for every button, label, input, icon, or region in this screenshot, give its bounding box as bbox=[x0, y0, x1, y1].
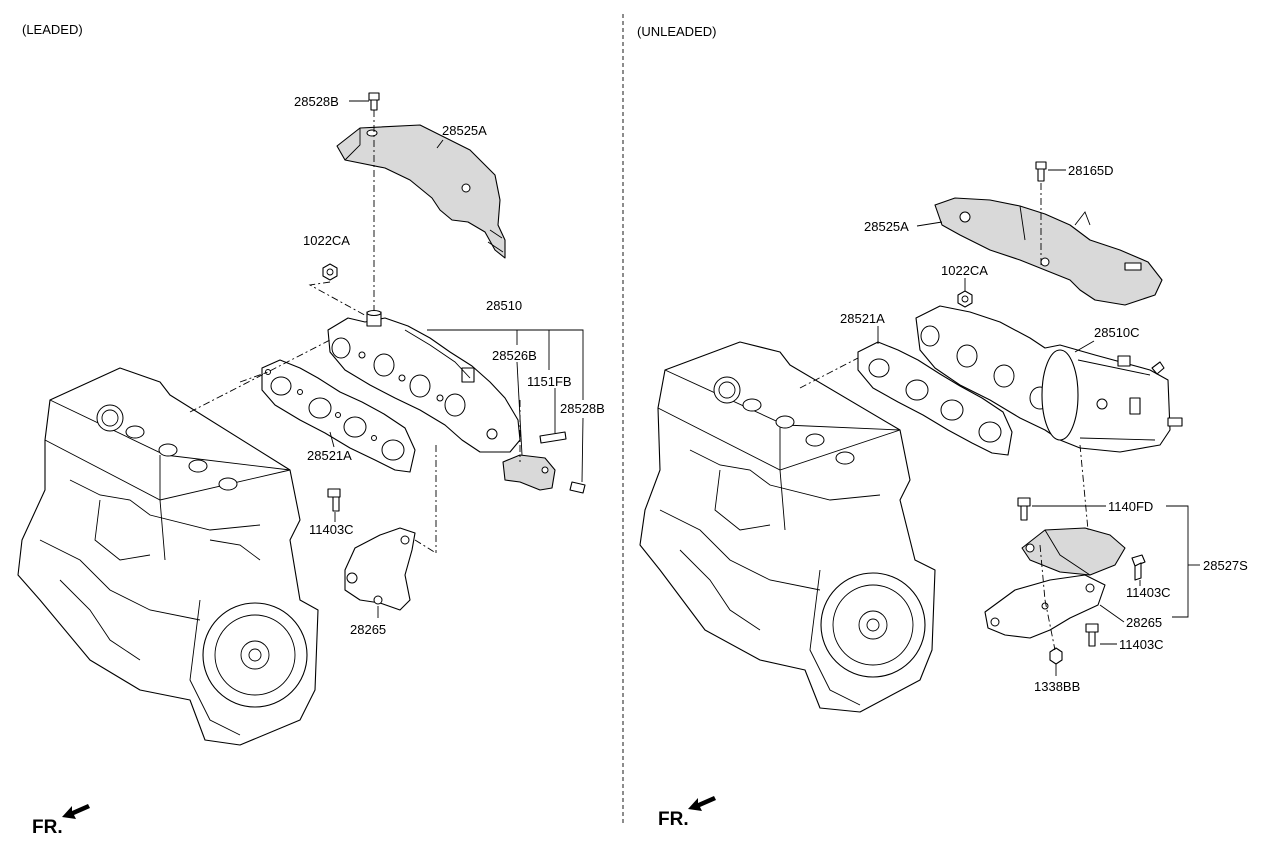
front-arrow-icon bbox=[62, 804, 90, 819]
front-label-unleaded: FR. bbox=[658, 809, 689, 830]
exhaust-manifold-28510 bbox=[327, 310, 521, 453]
label-11403c-lower: 11403C bbox=[1119, 637, 1164, 652]
engine-block-leaded bbox=[17, 367, 319, 746]
gasket-28521a-unleaded bbox=[857, 341, 1013, 456]
nut-1338bb bbox=[1049, 647, 1063, 665]
gasket-28521a-leaded bbox=[261, 359, 416, 473]
bolt-28528b-top bbox=[368, 92, 380, 111]
stud-1151fb bbox=[539, 431, 567, 444]
label-11403c-leaded: 11403C bbox=[309, 522, 354, 537]
heat-shield-leaded bbox=[336, 124, 506, 259]
label-28510: 28510 bbox=[486, 298, 522, 313]
label-28521a-leaded: 28521A bbox=[307, 448, 352, 463]
leaded-section: (LEADED) bbox=[17, 22, 605, 838]
label-1022ca-unleaded: 1022CA bbox=[941, 263, 988, 278]
heat-shield-unleaded bbox=[934, 197, 1163, 306]
engine-block-unleaded bbox=[639, 341, 936, 713]
label-28527s: 28527S bbox=[1203, 558, 1248, 573]
leaded-title: (LEADED) bbox=[22, 22, 83, 37]
label-28165d: 28165D bbox=[1068, 163, 1114, 178]
front-direction-marker-leaded: FR. bbox=[32, 804, 90, 838]
bolt-11403c-lower bbox=[1085, 623, 1099, 647]
manifold-catalyst-28510c bbox=[915, 305, 1183, 453]
bracket-28265-unleaded bbox=[984, 574, 1106, 639]
label-1022ca-leaded: 1022CA bbox=[303, 233, 350, 248]
label-28525a-leaded: 28525A bbox=[442, 123, 487, 138]
bolt-11403c-upper bbox=[1131, 554, 1146, 581]
label-28521a-unleaded: 28521A bbox=[840, 311, 885, 326]
label-28528b-top: 28528B bbox=[294, 94, 339, 109]
label-11403c-upper: 11403C bbox=[1126, 585, 1171, 600]
front-label-leaded: FR. bbox=[32, 817, 63, 838]
unleaded-section: (UNLEADED) bbox=[637, 24, 1248, 830]
label-28265-leaded: 28265 bbox=[350, 622, 386, 637]
front-direction-marker-unleaded: FR. bbox=[658, 796, 716, 830]
label-1151fb: 1151FB bbox=[527, 374, 572, 389]
label-28528b-right: 28528B bbox=[560, 401, 605, 416]
front-arrow-icon bbox=[688, 796, 716, 811]
nut-1022ca-unleaded bbox=[957, 290, 973, 308]
label-28510c: 28510C bbox=[1094, 325, 1140, 340]
bolt-11403c-leaded bbox=[327, 488, 341, 512]
bolt-28528b-right bbox=[569, 481, 586, 494]
bolt-28165d bbox=[1035, 161, 1047, 182]
label-1338bb: 1338BB bbox=[1034, 679, 1080, 694]
label-1140fd: 1140FD bbox=[1108, 499, 1153, 514]
unleaded-title: (UNLEADED) bbox=[637, 24, 716, 39]
nut-1022ca-leaded bbox=[322, 263, 338, 281]
bracket-28526b bbox=[502, 454, 556, 491]
label-28526b: 28526B bbox=[492, 348, 537, 363]
bolt-1140fd bbox=[1017, 497, 1031, 521]
bracket-1140fd-plate bbox=[1021, 527, 1126, 576]
label-28265-unleaded: 28265 bbox=[1126, 615, 1162, 630]
bracket-28265-leaded bbox=[344, 527, 416, 611]
label-28525a-unleaded: 28525A bbox=[864, 219, 909, 234]
